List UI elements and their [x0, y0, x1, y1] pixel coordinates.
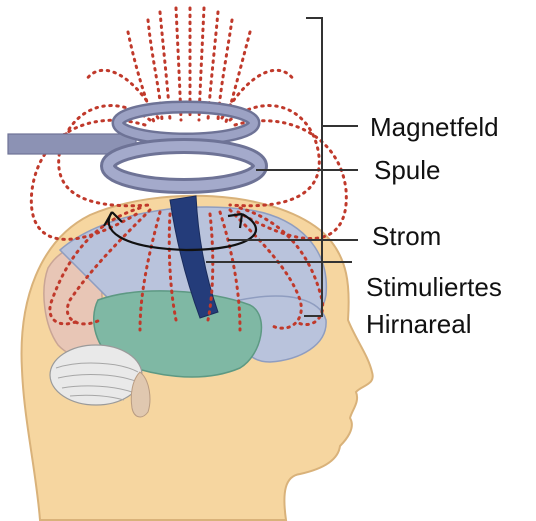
label-spule: Spule: [374, 155, 441, 185]
label-strom: Strom: [372, 221, 441, 251]
coil-icon: [108, 107, 260, 186]
label-hirnareal: Hirnareal: [366, 309, 472, 339]
label-stimuliertes: Stimuliertes: [366, 272, 502, 302]
cerebellum: [50, 345, 142, 405]
label-magnetfeld: Magnetfeld: [370, 112, 499, 142]
